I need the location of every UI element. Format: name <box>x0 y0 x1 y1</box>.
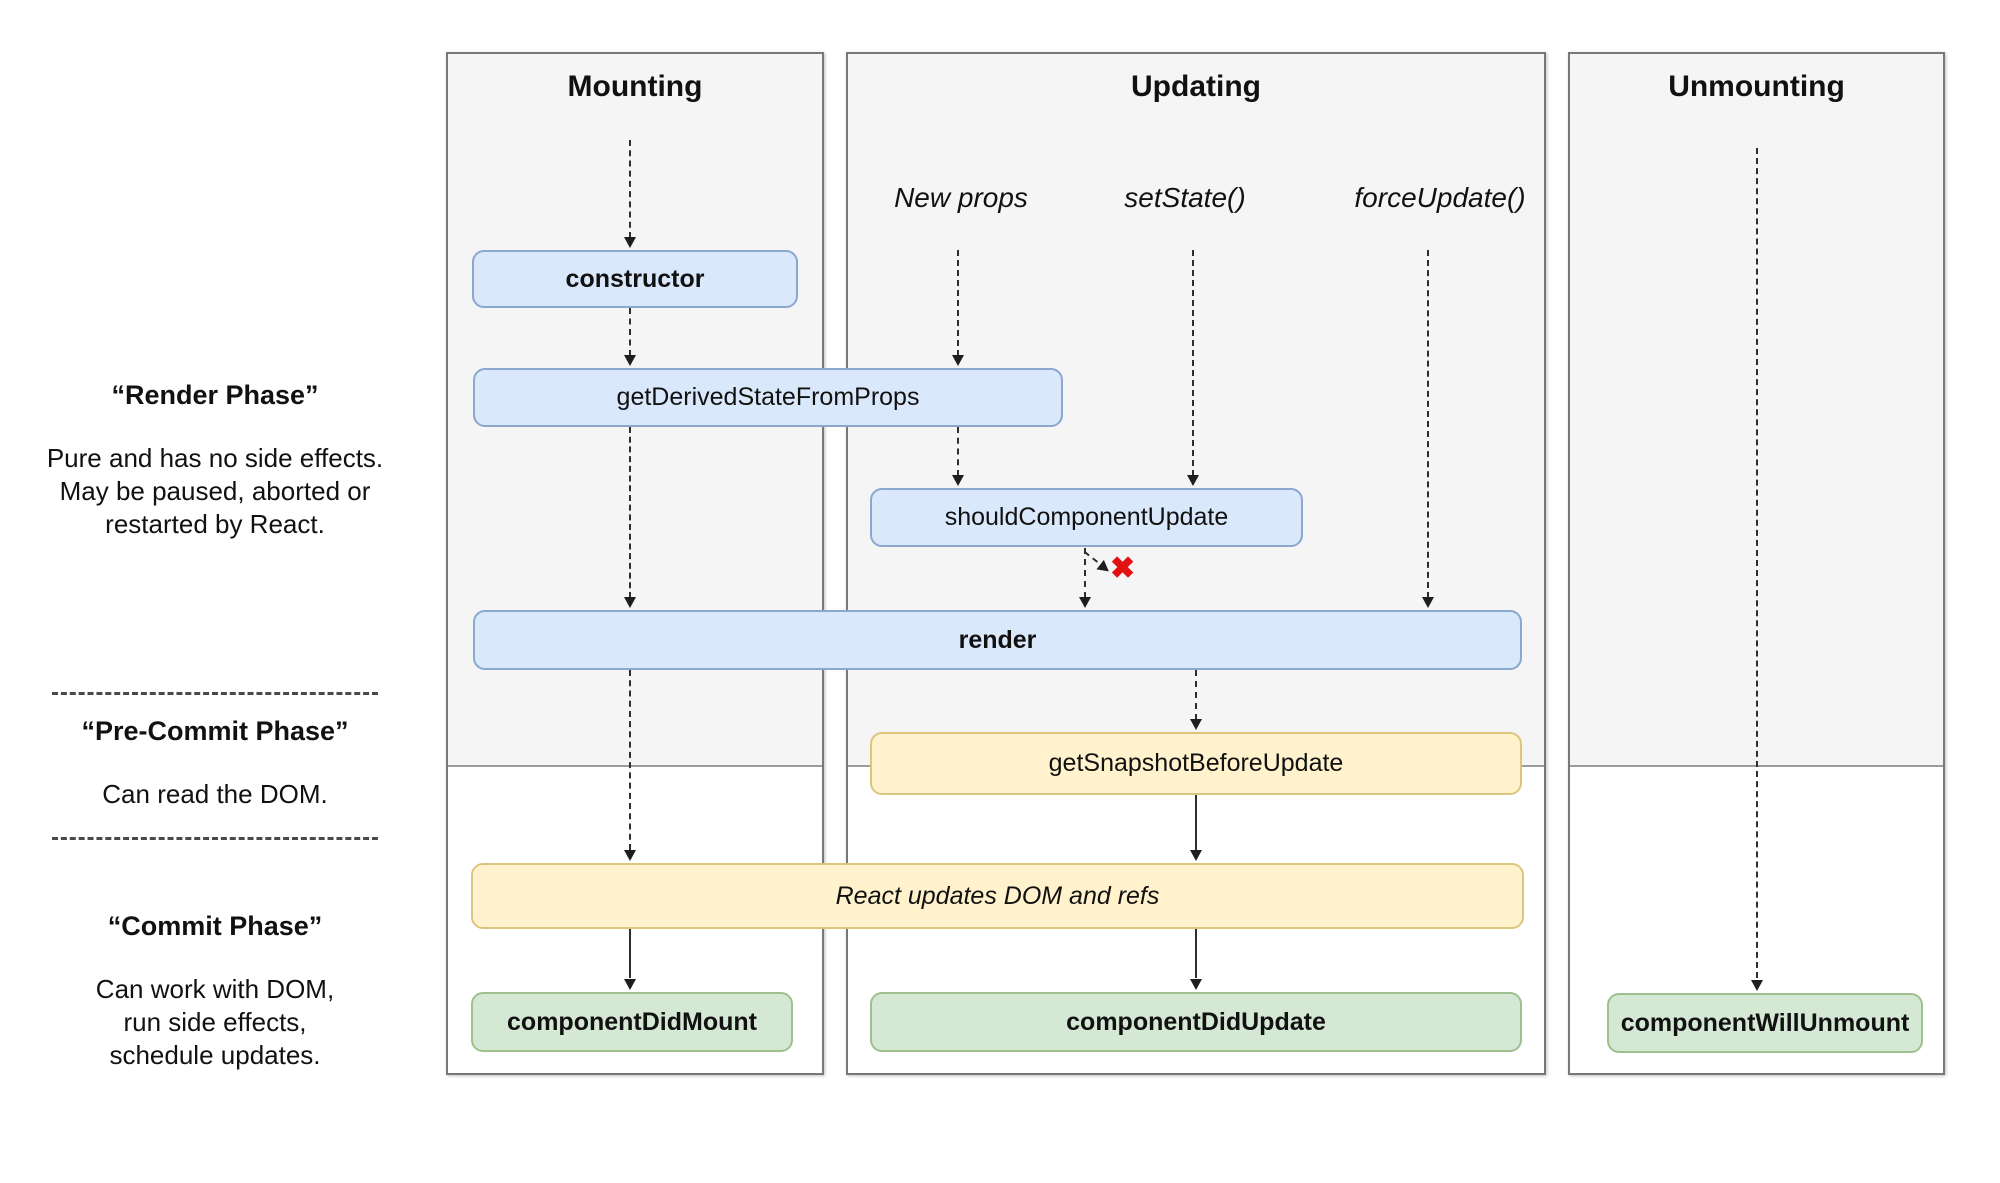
mounting-column-title: Mounting <box>567 70 703 103</box>
pre-commit-phase-text-line: Can read the DOM. <box>102 779 328 809</box>
node-render: render <box>473 610 1522 670</box>
node-component-will-unmount: componentWillUnmount <box>1607 993 1923 1053</box>
phase-divider <box>52 837 378 840</box>
arrow-scu-to-render <box>1084 548 1086 598</box>
arrowhead-down-icon <box>1422 597 1434 608</box>
commit-phase-title: “Commit Phase” <box>107 911 323 941</box>
arrowhead-down-icon <box>624 237 636 248</box>
node-get-snapshot-before-update: getSnapshotBeforeUpdate <box>870 732 1522 795</box>
commit-phase-text-line: schedule updates. <box>109 1040 321 1070</box>
arrow-render-to-gsbu <box>1195 670 1197 720</box>
node-should-component-update: shouldComponentUpdate <box>870 488 1303 547</box>
arrowhead-down-icon <box>1190 850 1202 861</box>
render-phase-text-line: Pure and has no side effects. <box>46 443 384 473</box>
pre-commit-phase-title: “Pre-Commit Phase” <box>81 716 349 746</box>
node-component-did-update: componentDidUpdate <box>870 992 1522 1052</box>
arrowhead-down-icon <box>624 979 636 990</box>
commit-phase-text-line: Can work with DOM, <box>95 974 335 1004</box>
arrow-constructor-to-gdsfp <box>629 308 631 356</box>
arrow-mounting-to-constructor <box>629 140 631 238</box>
trigger-force-update: forceUpdate() <box>1354 182 1526 213</box>
arrowhead-down-icon <box>624 597 636 608</box>
node-react-updates-dom-and-refs: React updates DOM and refs <box>471 863 1524 929</box>
arrowhead-down-icon <box>952 355 964 366</box>
arrow-forceupdate-to-render <box>1427 250 1429 598</box>
render-phase-title: “Render Phase” <box>111 380 319 410</box>
arrowhead-down-icon <box>1751 980 1763 991</box>
arrow-unmounting-to-cwu <box>1756 148 1758 978</box>
arrowhead-down-icon <box>1079 597 1091 608</box>
trigger-new-props: New props <box>894 182 1028 213</box>
arrowhead-down-icon <box>624 850 636 861</box>
node-component-did-mount: componentDidMount <box>471 992 793 1052</box>
unmounting-column-title: Unmounting <box>1668 70 1845 103</box>
arrow-setstate-to-scu <box>1192 250 1194 476</box>
commit-phase-label: “Commit Phase” Can work with DOM, run si… <box>35 909 395 1072</box>
arrow-newprops-to-gdsfp <box>957 250 959 356</box>
arrowhead-down-icon <box>1190 979 1202 990</box>
arrow-gdsfp-to-render-mounting <box>629 427 631 598</box>
arrow-render-to-reactupdates-mounting <box>629 670 631 850</box>
render-skipped-x-icon: ✖ <box>1110 552 1136 585</box>
arrow-gdsfp-to-scu <box>957 427 959 476</box>
arrowhead-down-icon <box>624 355 636 366</box>
node-constructor: constructor <box>472 250 798 308</box>
arrow-reactupdates-to-cdm <box>629 929 631 978</box>
phase-divider <box>52 692 378 695</box>
commit-phase-text-line: run side effects, <box>123 1007 307 1037</box>
updating-column-title: Updating <box>1131 70 1261 103</box>
render-phase-label: “Render Phase” Pure and has no side effe… <box>35 378 395 541</box>
arrowhead-down-icon <box>1190 719 1202 730</box>
trigger-set-state: setState() <box>1124 182 1246 213</box>
arrow-gsbu-to-reactupdates <box>1195 795 1197 850</box>
render-phase-text-line: May be paused, aborted or <box>59 476 371 506</box>
arrowhead-down-icon <box>1187 475 1199 486</box>
pre-commit-phase-label: “Pre-Commit Phase” Can read the DOM. <box>35 714 395 811</box>
arrow-reactupdates-to-cdu <box>1195 929 1197 978</box>
arrowhead-down-icon <box>952 475 964 486</box>
node-get-derived-state-from-props: getDerivedStateFromProps <box>473 368 1063 427</box>
render-phase-text-line: restarted by React. <box>105 509 325 539</box>
